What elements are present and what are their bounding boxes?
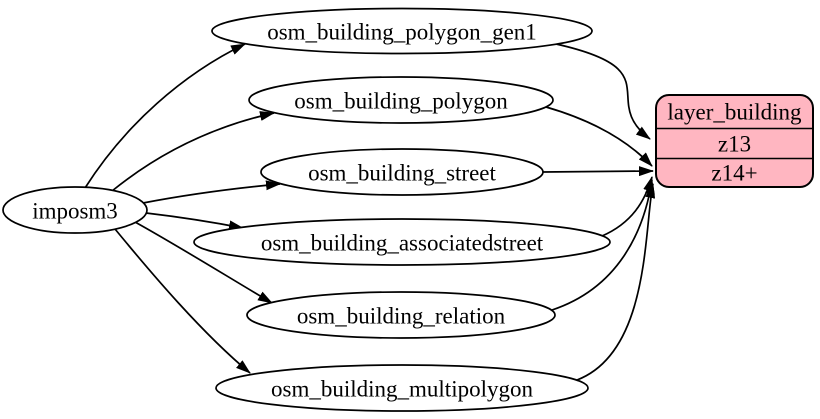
- node-osm-building-associatedstreet: osm_building_associatedstreet: [193, 218, 611, 266]
- node-label: osm_building_polygon_gen1: [267, 20, 537, 45]
- edge-imposm3-osm-building-associatedstreet: [145, 212, 244, 231]
- edge-imposm3-osm-building-polygon-gen1: [84, 43, 246, 189]
- node-layer-building: layer_building z13 z14+: [655, 94, 814, 188]
- layer-row-z13: z13: [718, 132, 751, 157]
- edge-osm-building-multipolygon-layer-z14: [576, 183, 656, 381]
- node-imposm3: imposm3: [2, 186, 148, 234]
- node-label: imposm3: [32, 199, 118, 224]
- node-label: osm_building_relation: [297, 304, 506, 329]
- node-label: osm_building_multipolygon: [271, 377, 533, 402]
- node-osm-building-polygon-gen1: osm_building_polygon_gen1: [211, 7, 593, 55]
- edge-imposm3-osm-building-multipolygon: [114, 228, 251, 374]
- imposm3-ellipse: [2, 186, 148, 234]
- layer-title: layer_building: [667, 100, 802, 125]
- edge-osm-building-street-layer-z14: [542, 166, 654, 177]
- node-osm-building-street: osm_building_street: [260, 148, 544, 196]
- table-ellipse: [260, 148, 544, 196]
- node-osm-building-relation: osm_building_relation: [246, 291, 556, 339]
- edge-imposm3-osm-building-street: [142, 180, 281, 204]
- layer-row-z14: z14+: [711, 161, 757, 186]
- edge-osm-building-polygon-layer-z14: [545, 106, 653, 167]
- node-label: osm_building_street: [308, 161, 496, 186]
- node-osm-building-multipolygon: osm_building_multipolygon: [215, 364, 589, 412]
- layer-building-box: [655, 94, 814, 188]
- table-ellipse: [248, 76, 554, 124]
- edge-imposm3-osm-building-polygon: [111, 111, 275, 192]
- table-ellipse: [211, 7, 593, 55]
- node-label: osm_building_polygon: [294, 89, 508, 114]
- table-ellipse: [215, 364, 589, 412]
- table-ellipse: [193, 218, 611, 266]
- node-label: osm_building_associatedstreet: [261, 231, 544, 256]
- table-ellipse: [246, 291, 556, 339]
- edge-imposm3-osm-building-relation: [134, 221, 273, 304]
- edge-osm-building-polygon-gen1-layer-z13: [555, 43, 651, 140]
- node-osm-building-polygon: osm_building_polygon: [248, 76, 554, 124]
